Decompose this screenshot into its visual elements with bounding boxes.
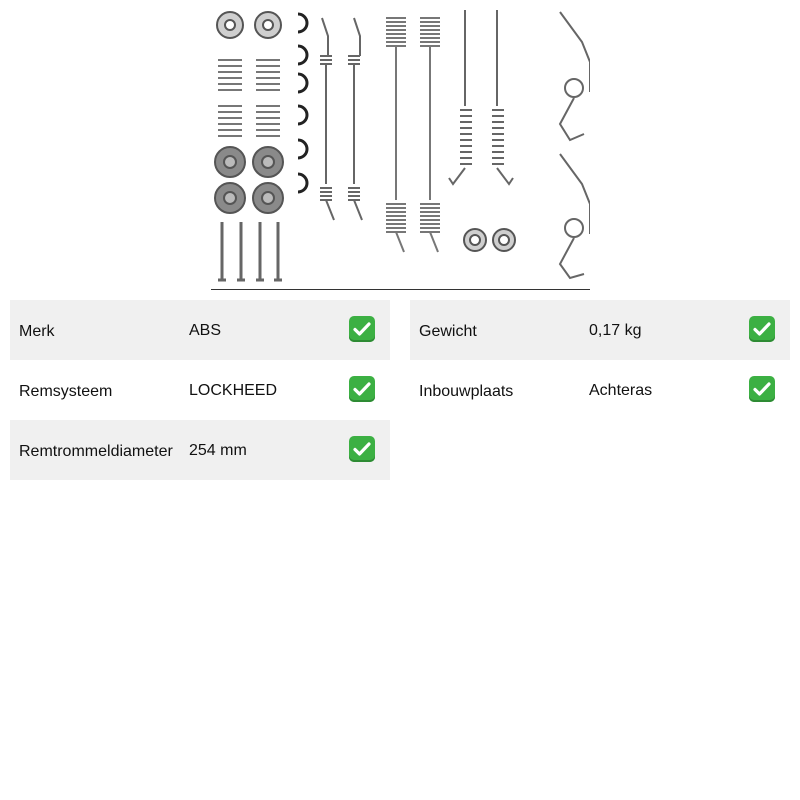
check-mark-icon xyxy=(749,316,775,342)
spec-label: Inbouwplaats xyxy=(419,383,514,400)
check-mark-icon xyxy=(349,376,375,402)
spec-value: LOCKHEED xyxy=(189,382,278,399)
small-spring-icon xyxy=(218,59,280,137)
spec-label: Remsysteem xyxy=(19,383,113,400)
spec-row-gewicht: Gewicht 0,17 kg xyxy=(410,300,790,360)
check-mark-icon xyxy=(749,376,775,402)
spec-row-inbouwplaats: Inbouwplaats Achteras xyxy=(410,360,790,420)
ring-icon xyxy=(463,228,516,252)
spec-label: Remtrommeldiameter xyxy=(19,443,173,460)
spec-row-remsysteem: Remsysteem LOCKHEED xyxy=(10,360,390,420)
spec-value: 0,17 kg xyxy=(589,322,642,339)
spec-value: Achteras xyxy=(589,382,653,399)
spring-cap-icon xyxy=(214,146,284,214)
check-mark-icon xyxy=(349,436,375,462)
check-mark-icon xyxy=(349,316,375,342)
spec-value: ABS xyxy=(189,322,222,339)
spec-row-merk: Merk ABS xyxy=(10,300,390,360)
heavy-spring-icon xyxy=(386,17,440,253)
spec-row-remtrommeldiameter: Remtrommeldiameter 254 mm xyxy=(10,420,390,480)
product-image xyxy=(210,8,590,290)
spec-label: Gewicht xyxy=(419,323,477,340)
hold-down-pin-icon xyxy=(218,222,282,282)
spec-value: 254 mm xyxy=(189,442,247,459)
return-spring-icon xyxy=(320,17,363,221)
e-clip-icon xyxy=(297,12,309,194)
wire-spring-icon xyxy=(558,11,590,280)
washer-icon xyxy=(216,11,282,39)
adjuster-spring-icon xyxy=(448,10,514,186)
image-divider xyxy=(211,289,590,290)
spec-label: Merk xyxy=(19,323,55,340)
